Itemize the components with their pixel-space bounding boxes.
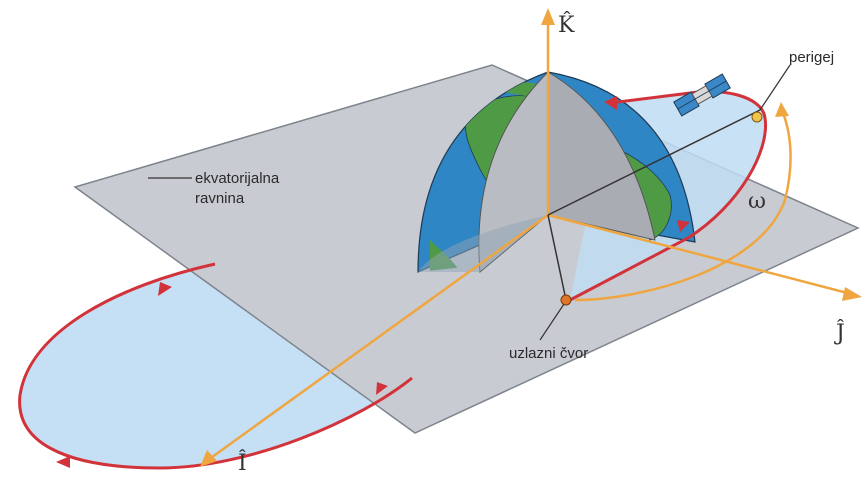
axis-k-label: K̂ (558, 12, 575, 38)
orbit-arrow-5 (677, 220, 690, 232)
line-of-nodes (547, 214, 567, 301)
perigee-line (547, 109, 761, 216)
omega-arc-arrowhead (775, 102, 789, 117)
node-leader (539, 303, 565, 341)
earth-hemisphere (417, 70, 696, 274)
perigee-leader (759, 64, 791, 111)
orbit-arrow-1 (56, 456, 70, 468)
equatorial-plane-label-line2: ravnina (195, 190, 245, 207)
axis-k-arrowhead (541, 8, 555, 25)
axis-j-arrowhead (842, 287, 862, 301)
orbit-arrow-2 (158, 282, 172, 296)
satellite-icon (673, 73, 731, 117)
omega-label: ω (748, 189, 766, 214)
axes (207, 18, 856, 462)
equatorial-plane-label-line1: ekvatorijalna (195, 170, 280, 187)
perigee-marker (751, 111, 763, 123)
axis-i-label: Î (238, 449, 247, 476)
orbit-arrow-3 (376, 382, 388, 395)
perigee-label: perigej (789, 49, 834, 66)
axis-j-label: Ĵ (834, 319, 845, 346)
ascending-node-label: uzlazni čvor (509, 345, 588, 362)
orbit-lower-line (18, 262, 413, 470)
omega-arc (574, 109, 792, 302)
axis-i-arrowhead (200, 450, 217, 467)
orbit-arrow-4 (604, 96, 617, 110)
ascending-node-marker (560, 294, 572, 306)
